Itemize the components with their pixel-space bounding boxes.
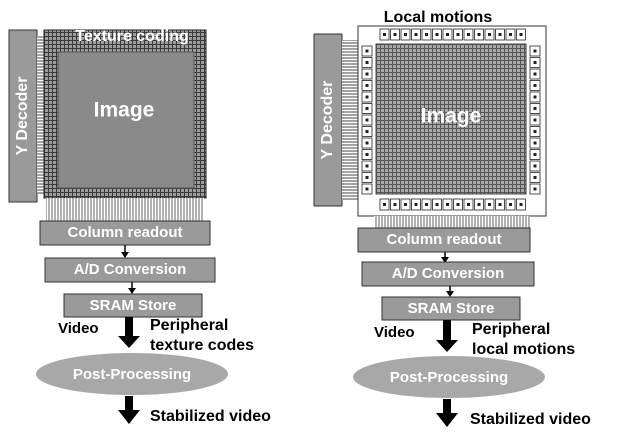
motion-cell-bottom-dot xyxy=(446,203,449,206)
motion-cell-left-dot xyxy=(365,61,369,64)
left-column-readout xyxy=(39,220,211,246)
motion-cell-top-dot xyxy=(456,33,460,36)
right-peripheral-label: Peripheral xyxy=(472,321,550,338)
right-row-lines xyxy=(342,40,358,200)
left-video-label: Video xyxy=(58,320,99,337)
motion-cell-right-dot xyxy=(533,153,537,156)
motion-cell-top-dot xyxy=(425,33,428,36)
motion-cell-left-dot xyxy=(365,49,369,53)
left-stabilized-label: Stabilized video xyxy=(150,408,271,425)
motion-cell-right-dot xyxy=(533,49,537,53)
left-post-processing-label: Post-Processing xyxy=(73,366,191,383)
motion-cell-bottom-dot xyxy=(393,203,397,206)
left-video-arrow xyxy=(118,336,140,348)
motion-cell-left-dot xyxy=(365,130,369,133)
left-y-decoder xyxy=(8,29,38,203)
motion-cell-bottom-dot xyxy=(477,203,481,206)
right-video-arrow xyxy=(436,340,458,352)
motion-cell-top-dot xyxy=(477,33,481,36)
motion-cell-top-dot xyxy=(509,33,512,36)
right-ad-conversion xyxy=(361,261,535,287)
left-y-decoder-label: Y Decoder xyxy=(14,77,31,156)
motion-cell-right-dot xyxy=(533,61,537,64)
motion-cell-right-dot xyxy=(533,176,537,179)
motion-cell-top-dot xyxy=(519,33,523,36)
motion-cell-right-dot xyxy=(533,84,537,87)
right-sram-store-label: SRAM Store xyxy=(408,300,495,317)
right-video-label: Video xyxy=(374,324,415,341)
motion-cell-top-dot xyxy=(446,33,449,36)
right-output-arrow xyxy=(436,413,458,427)
motion-cell-left-dot xyxy=(365,84,369,87)
right-stabilized-label: Stabilized video xyxy=(470,411,591,428)
motion-cell-bottom-dot xyxy=(425,203,428,206)
motion-cell-bottom-dot xyxy=(404,203,407,206)
right-column-readout xyxy=(357,227,531,253)
right-local-motion-cells xyxy=(361,28,541,211)
motion-cell-top-dot xyxy=(488,33,491,36)
motion-cell-bottom-dot xyxy=(456,203,460,206)
right-column-readout-label: Column readout xyxy=(387,231,502,248)
motion-cell-left-dot xyxy=(365,72,369,76)
motion-cell-bottom-dot xyxy=(467,203,470,206)
motion-cell-top-dot xyxy=(404,33,407,36)
left-row-lines xyxy=(37,36,44,194)
left-texture-coding-label: Texture coding xyxy=(75,28,189,45)
motion-cell-top-dot xyxy=(467,33,470,36)
motion-cell-left-dot xyxy=(365,153,369,156)
left-peripheral-label: Peripheral xyxy=(150,317,228,334)
left-post-processing xyxy=(36,353,228,395)
motion-cell-left-dot xyxy=(365,141,369,145)
motion-cell-left-dot xyxy=(365,176,369,179)
right-image-label: Image xyxy=(421,105,482,128)
left-sram-store-label: SRAM Store xyxy=(90,297,177,314)
motion-cell-right-dot xyxy=(533,130,537,133)
motion-cell-right-dot xyxy=(533,187,537,191)
left-diagram: Y Decoder Texture coding Image Column re… xyxy=(8,28,271,425)
motion-cell-top-dot xyxy=(393,33,397,36)
motion-cell-right-dot xyxy=(533,164,537,168)
motion-cell-bottom-dot xyxy=(488,203,491,206)
motion-cell-top-dot xyxy=(383,33,386,36)
right-y-decoder-label: Y Decoder xyxy=(319,81,336,160)
motion-cell-right-dot xyxy=(533,118,537,122)
right-pixel-array xyxy=(375,43,527,195)
motion-cell-bottom-dot xyxy=(383,203,386,206)
left-ad-conversion-label: A/D Conversion xyxy=(74,261,187,278)
motion-cell-left-dot xyxy=(365,164,369,168)
motion-cell-right-dot xyxy=(533,107,537,110)
left-column-lines xyxy=(46,198,204,221)
motion-cell-left-dot xyxy=(365,118,369,122)
right-post-processing xyxy=(353,356,545,398)
right-y-decoder xyxy=(313,33,343,207)
motion-cell-left-dot xyxy=(365,187,369,191)
motion-cell-bottom-dot xyxy=(509,203,512,206)
motion-cell-top-dot xyxy=(498,33,502,36)
right-post-processing-label: Post-Processing xyxy=(390,369,508,386)
motion-cell-left-dot xyxy=(365,107,369,110)
left-image-region xyxy=(57,51,195,189)
left-ad-conversion xyxy=(44,257,216,283)
left-image-label: Image xyxy=(94,99,155,122)
motion-cell-right-dot xyxy=(533,95,537,99)
right-diagram: Local motions Y Decoder Image Column rea… xyxy=(313,9,591,428)
left-peripheral-codes-label: texture codes xyxy=(150,337,254,354)
motion-cell-top-dot xyxy=(414,33,418,36)
right-ad-conversion-label: A/D Conversion xyxy=(392,265,505,282)
motion-cell-bottom-dot xyxy=(519,203,523,206)
left-column-readout-label: Column readout xyxy=(68,224,183,241)
motion-cell-bottom-dot xyxy=(498,203,502,206)
right-peripheral-motions-label: local motions xyxy=(472,341,575,358)
right-column-lines xyxy=(374,216,530,228)
motion-cell-bottom-dot xyxy=(435,203,439,206)
motion-cell-right-dot xyxy=(533,141,537,145)
motion-cell-top-dot xyxy=(435,33,439,36)
motion-cell-bottom-dot xyxy=(414,203,418,206)
motion-cell-right-dot xyxy=(533,72,537,76)
right-local-motions-label: Local motions xyxy=(384,9,493,26)
left-output-arrow xyxy=(118,410,140,424)
motion-cell-left-dot xyxy=(365,95,369,99)
